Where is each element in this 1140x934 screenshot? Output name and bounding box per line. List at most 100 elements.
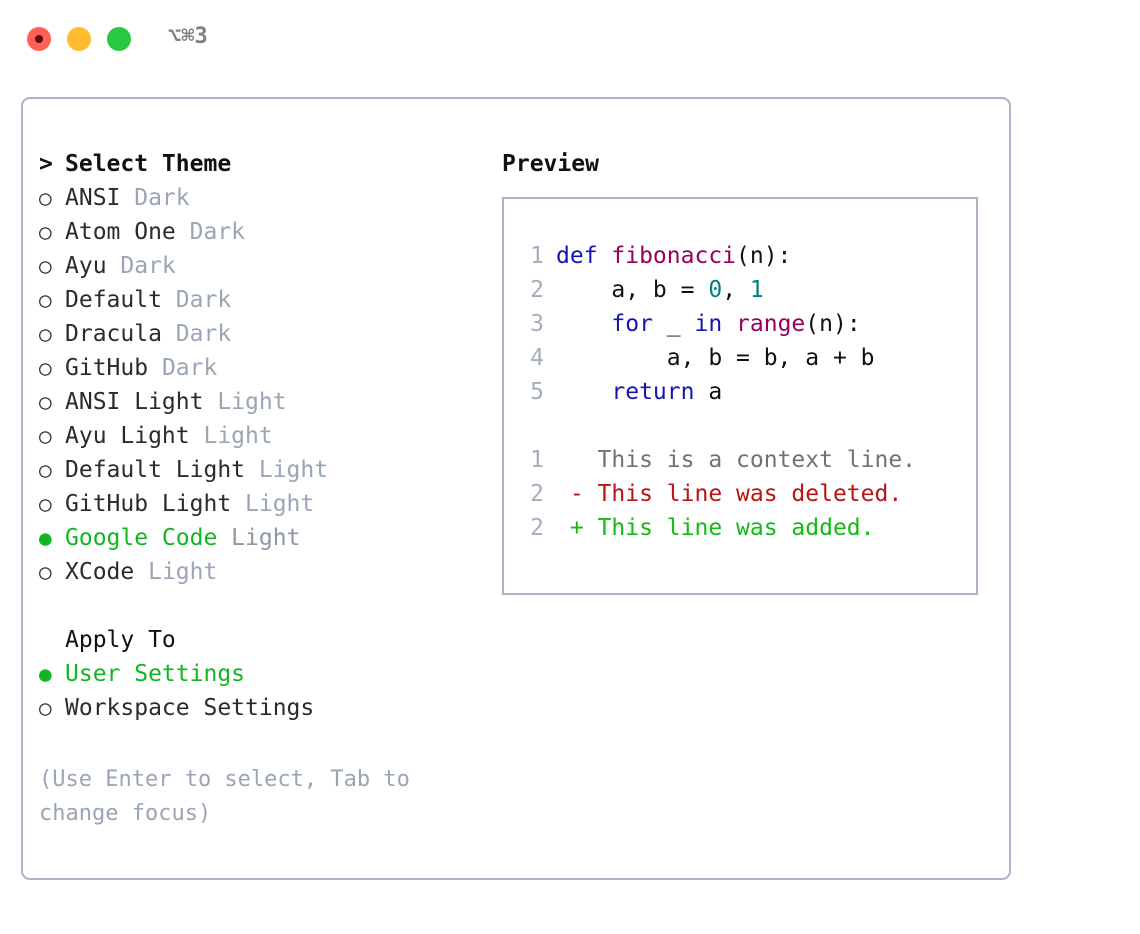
code-token: for [611,311,653,337]
apply-to-item[interactable]: ●User Settings [39,661,489,695]
theme-variant-label: Dark [161,321,232,347]
apply-to-header-spacer: ○ [39,628,65,652]
diff-marker: - [556,481,598,507]
code-token [556,379,611,405]
theme-variant-label: Light [217,525,301,551]
line-number: 3 [530,311,544,337]
theme-variant-label: Light [189,423,273,449]
diff-line: 2 - This line was deleted. [518,477,916,511]
apply-to-item[interactable]: ○ Workspace Settings [39,695,489,729]
code-token: def [556,243,612,269]
apply-to-header-label: Apply To [65,627,176,653]
theme-list-item[interactable]: ○Ayu Light Light [39,423,489,457]
theme-variant-label: Dark [120,185,190,211]
theme-list-item[interactable]: ○ ANSI Dark [39,185,489,219]
theme-name-label: Default Light [65,457,246,483]
line-number: 2 [530,481,544,507]
code-token: in [694,311,723,337]
code-token: range [736,311,806,337]
theme-variant-label: Dark [175,219,246,245]
theme-variant-label: Light [231,491,315,517]
minimize-button[interactable] [67,27,91,51]
theme-name-label: GitHub Light [65,491,232,517]
code-token: fibonacci [611,243,737,269]
radio-selected-icon: ● [39,662,52,686]
line-number: 2 [530,515,544,541]
theme-list-item[interactable]: ○Default Light Light [39,457,489,491]
theme-list: ○ ANSI Dark ○ Atom One Dark ○ Ayu Dark ○ Defaul… [39,185,489,593]
apply-to-header: ○ Apply To [39,627,489,661]
radio-unselected-icon: ○ [39,254,52,278]
code-line: 3 for _ in range(n): [518,307,875,341]
main-panel: > Select Theme ○ANSI Dark○Atom One Dark○… [21,97,1011,880]
theme-list-item[interactable]: ○ Default Dark [39,287,489,321]
code-line: 5 return a [518,375,875,409]
theme-list-item[interactable]: ○ Dracula Dark [39,321,489,355]
close-icon [35,35,43,43]
code-token: a, b = [556,277,709,303]
theme-name-label: ANSI [65,185,121,211]
code-token: , [722,277,750,303]
theme-list-item[interactable]: ○ GitHub Light Light [39,491,489,525]
radio-unselected-icon: ○ [39,424,52,448]
line-number: 5 [530,379,544,405]
theme-name-label: Ayu [65,253,107,279]
radio-unselected-icon: ○ [39,322,52,346]
theme-list-item[interactable]: ○ANSI Light Light [39,389,489,423]
code-line-content: def fibonacci(n): [556,239,791,273]
radio-unselected-icon: ○ [39,186,52,210]
diff-line: 2 + This line was added. [518,511,916,545]
apply-to-list: ●User Settings○ Workspace Settings [39,661,489,729]
diff-marker: + [556,515,598,541]
code-token: _ [652,311,695,337]
line-number: 4 [530,345,544,371]
radio-unselected-icon: ○ [39,390,52,414]
diff-line-content: This line was deleted. [597,481,903,507]
prompt-caret-icon: > [39,151,53,177]
code-token: 1 [749,277,764,303]
code-token: (n): [736,243,792,269]
code-token: a [694,379,723,405]
diff-line-content: This line was added. [597,515,875,541]
theme-name-label: Default [65,287,162,313]
code-token: (n): [805,311,861,337]
diff-line: 1 This is a context line. [518,443,916,477]
radio-unselected-icon: ○ [39,288,52,312]
theme-list-item[interactable]: ○ Atom One Dark [39,219,489,253]
code-token: return [611,379,695,405]
diff-line-content: This is a context line. [597,447,917,473]
zoom-button[interactable] [107,27,131,51]
section-gap [39,593,489,627]
apply-to-label: Workspace Settings [65,695,315,721]
theme-list-item[interactable]: ○Ayu Dark [39,253,489,287]
theme-variant-label: Dark [161,287,232,313]
diff-marker [556,443,598,477]
theme-list-item[interactable]: ○XCode Light [39,559,489,593]
theme-name-label: GitHub [65,355,149,381]
code-line-content: a, b = 0, 1 [556,273,764,307]
line-number: 2 [530,277,544,303]
theme-name-label: Dracula [65,321,162,347]
radio-unselected-icon: ○ [39,220,52,244]
theme-variant-label: Light [134,559,218,585]
radio-unselected-icon: ○ [39,458,52,482]
keyboard-hint: (Use Enter to select, Tab to change focu… [39,767,424,826]
theme-list-item[interactable]: ○GitHub Dark [39,355,489,389]
code-token: 0 [708,277,723,303]
hint-gap [39,729,489,763]
code-line: 2 a, b = 0, 1 [518,273,875,307]
code-line-content: a, b = b, a + b [556,341,875,375]
code-line: 4 a, b = b, a + b [518,341,875,375]
theme-list-item[interactable]: ●Google Code Light [39,525,489,559]
code-token [722,311,736,337]
theme-name-label: Atom One [65,219,176,245]
radio-unselected-icon: ○ [39,696,52,720]
radio-unselected-icon: ○ [39,492,52,516]
line-number: 1 [530,447,544,473]
theme-variant-label: Dark [148,355,218,381]
diff-sample: 1 This is a context line.2 - This line w… [518,443,916,545]
code-line-content: for _ in range(n): [556,307,861,341]
